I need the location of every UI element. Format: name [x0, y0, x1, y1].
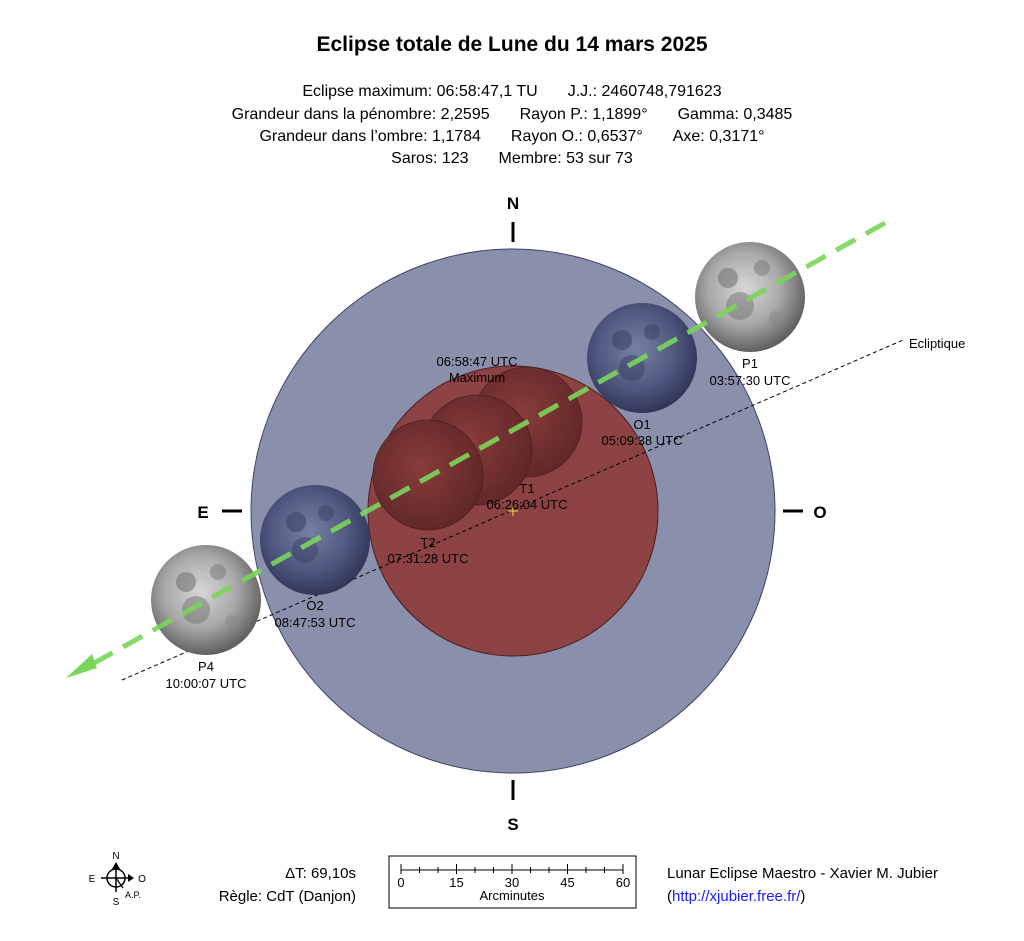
contact-maximum-time: 06:58:47 UTC	[437, 354, 518, 369]
julian-date: J.J.: 2460748,791623	[567, 83, 722, 100]
scale-tick-30: 30	[505, 875, 519, 890]
west-label: O	[813, 503, 826, 522]
east-label: E	[197, 503, 208, 522]
umbra-radius: Rayon O.: 0,6537°	[510, 128, 643, 145]
member: Membre: 53 sur 73	[498, 150, 633, 167]
page-title: Eclipse totale de Lune du 14 mars 2025	[316, 33, 708, 56]
penumbral-magnitude: Grandeur dans la pénombre: 2,2595	[231, 106, 490, 123]
scale-tick-0: 0	[397, 875, 404, 890]
mini-compass-o: O	[138, 874, 146, 885]
credit-link[interactable]: http://xjubier.free.fr/	[672, 888, 801, 905]
contact-o1-label: O1	[633, 417, 650, 432]
contact-o1-time: 05:09:38 UTC	[602, 433, 683, 448]
contact-t2-label: T2	[420, 535, 435, 550]
penumbra-radius: Rayon P.: 1,1899°	[519, 106, 648, 123]
info-line-4: Saros: 123 Membre: 53 sur 73	[0, 150, 1024, 168]
moon-path-arrow-icon	[66, 654, 97, 678]
moon-p4	[151, 545, 261, 655]
scale-label: Arcminutes	[479, 888, 545, 903]
contact-t1-time: 06:26:04 UTC	[487, 497, 568, 512]
gamma: Gamma: 0,3485	[677, 106, 793, 123]
contact-p4-time: 10:00:07 UTC	[166, 676, 247, 691]
delta-t: ΔT: 69,10s	[285, 865, 356, 882]
info-line-2: Grandeur dans la pénombre: 2,2595 Rayon P…	[0, 106, 1024, 124]
mini-compass-e: E	[89, 874, 96, 885]
info-line-3: Grandeur dans l’ombre: 1,1784 Rayon O.: 0…	[0, 128, 1024, 146]
contact-maximum-label: Maximum	[449, 370, 505, 385]
danjon-rule: Règle: CdT (Danjon)	[218, 888, 356, 905]
contact-o2-label: O2	[306, 598, 323, 613]
scale-tick-60: 60	[616, 875, 630, 890]
contact-o2-time: 08:47:53 UTC	[275, 615, 356, 630]
mini-compass-icon: N S E O A.P.	[89, 851, 146, 908]
scale-bar: 0 15 30 45 60 Arcminutes	[388, 855, 637, 909]
north-label: N	[507, 194, 519, 213]
shadow-center-icon	[508, 506, 518, 516]
contact-t1-label: T1	[519, 481, 534, 496]
link-open: (	[667, 888, 672, 905]
saros: Saros: 123	[391, 150, 469, 167]
contact-p4-label: P4	[198, 659, 214, 674]
umbral-magnitude: Grandeur dans l’ombre: 1,1784	[259, 128, 481, 145]
contact-p1-label: P1	[742, 356, 758, 371]
contact-t2-time: 07:31:28 UTC	[388, 551, 469, 566]
eclipse-maximum: Eclipse maximum: 06:58:47,1 TU	[302, 83, 538, 100]
mini-compass-s: S	[113, 897, 120, 908]
ecliptic-label: Ecliptique	[909, 336, 965, 351]
south-label: S	[507, 815, 518, 834]
link-close: )	[800, 888, 806, 905]
moon-path	[76, 220, 887, 675]
contact-p1-time: 03:57:30 UTC	[710, 373, 791, 388]
info-line-1: Eclipse maximum: 06:58:47,1 TU J.J.: 2460…	[0, 83, 1024, 101]
scale-tick-45: 45	[560, 875, 574, 890]
scale-tick-15: 15	[449, 875, 463, 890]
axis: Axe: 0,3171°	[672, 128, 765, 145]
mini-compass-n: N	[112, 851, 119, 862]
mini-compass-ap: A.P.	[125, 890, 141, 900]
credit-link-line: (http://xjubier.free.fr/)	[667, 888, 805, 905]
credit: Lunar Eclipse Maestro - Xavier M. Jubier	[667, 865, 938, 882]
